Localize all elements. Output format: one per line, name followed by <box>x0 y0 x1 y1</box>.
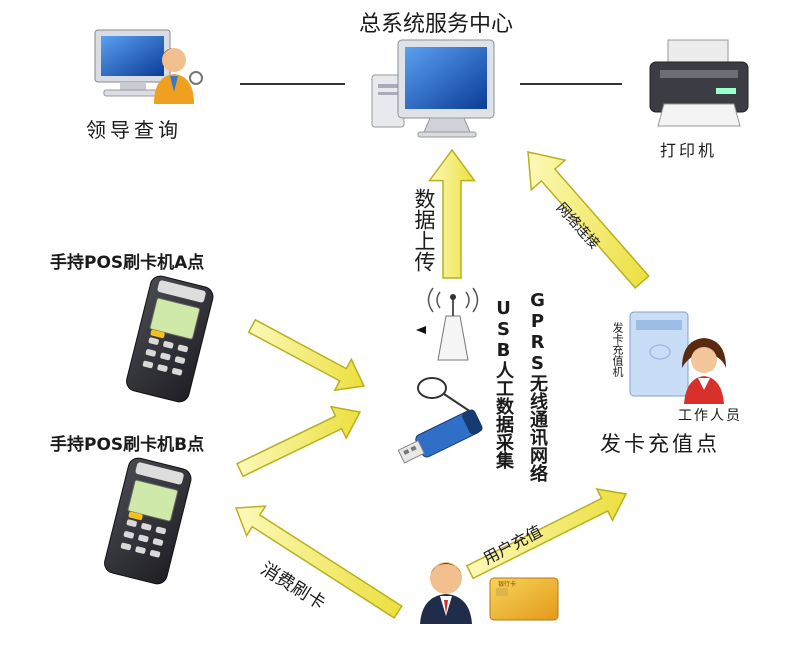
usb-label: USB人工数据采集 <box>493 298 514 469</box>
pos-a-arrow <box>247 318 366 392</box>
leader-query-label: 领导查询 <box>86 118 182 142</box>
server-computer-icon <box>371 39 495 138</box>
consume-arrow <box>234 505 403 619</box>
upload-label: 数据上传 <box>412 188 436 272</box>
staff-person-icon <box>682 338 726 404</box>
page-title: 总系统服务中心 <box>359 12 514 37</box>
recharge-arrow <box>465 488 628 580</box>
pos-b-label: 手持POS刷卡机B点 <box>50 435 205 455</box>
leader-monitor-icon <box>94 29 171 97</box>
staff-label: 工作人员 <box>678 408 742 424</box>
pos-terminal-a-icon <box>126 275 214 403</box>
card-brand-text: 银行卡 <box>498 580 516 588</box>
pos-b-arrow <box>236 405 362 478</box>
upload-arrow <box>428 148 476 279</box>
arrows <box>234 148 650 619</box>
wireless-antenna-icon <box>416 287 479 361</box>
gprs-label: GPRS无线通讯网络 <box>527 290 548 482</box>
pos-a-label: 手持POS刷卡机A点 <box>50 253 205 273</box>
card-kiosk-label: 发卡充值机 <box>611 322 624 377</box>
usb-drive-icon <box>397 377 483 464</box>
printer-icon <box>649 39 749 127</box>
issue-point-label: 发卡充值点 <box>600 432 720 456</box>
user-person-icon <box>420 562 472 624</box>
leader-person-icon <box>154 48 203 104</box>
network-arrow <box>527 151 650 289</box>
printer-label: 打印机 <box>660 141 718 160</box>
card-kiosk-icon <box>629 311 689 397</box>
bank-card-icon: 银行卡 <box>489 577 559 621</box>
pos-terminal-b-icon <box>104 457 192 585</box>
